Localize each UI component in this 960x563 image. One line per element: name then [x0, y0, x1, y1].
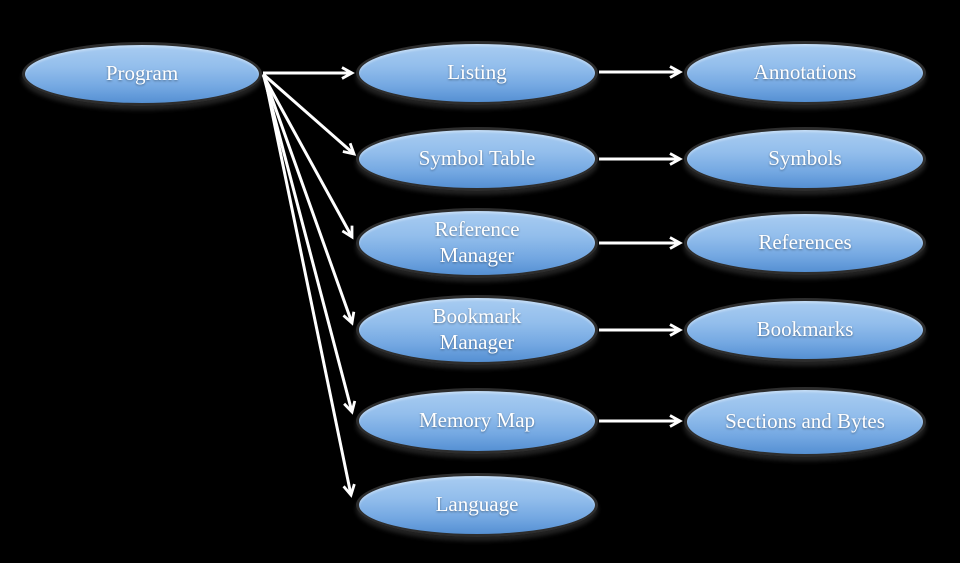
- node-bookmarks: Bookmarks: [684, 298, 926, 362]
- node-label: Listing: [447, 60, 507, 85]
- edge-program-to-symbol_table: [262, 72, 357, 156]
- node-label: Annotations: [753, 60, 857, 85]
- node-memory-map: Memory Map: [356, 388, 598, 454]
- edge-program-to-reference_manager: [261, 74, 354, 240]
- node-sections-and-bytes: Sections and Bytes: [684, 387, 926, 457]
- node-references: References: [684, 211, 926, 275]
- node-label: References: [758, 230, 852, 255]
- node-label: Program: [105, 61, 179, 86]
- node-label: Sections and Bytes: [725, 409, 885, 434]
- node-program: Program: [22, 42, 262, 106]
- node-annotations: Annotations: [684, 41, 926, 105]
- node-listing: Listing: [356, 41, 598, 105]
- node-symbol-table: Symbol Table: [356, 127, 598, 191]
- edge-program-to-bookmark_manager: [262, 75, 356, 326]
- node-bookmark-manager: Bookmark Manager: [356, 295, 598, 365]
- node-label: Bookmark Manager: [432, 304, 522, 354]
- node-label: Bookmarks: [756, 317, 854, 342]
- node-label: Symbol Table: [418, 146, 536, 171]
- node-label: Language: [435, 492, 519, 517]
- node-language: Language: [356, 473, 598, 537]
- edge-program-to-memory_map: [262, 76, 357, 415]
- node-symbols: Symbols: [684, 127, 926, 191]
- node-label: Reference Manager: [434, 217, 520, 267]
- node-reference-manager: Reference Manager: [356, 208, 598, 278]
- node-label: Memory Map: [418, 408, 536, 433]
- node-label: Symbols: [768, 146, 842, 171]
- edge-program-to-language: [263, 77, 356, 498]
